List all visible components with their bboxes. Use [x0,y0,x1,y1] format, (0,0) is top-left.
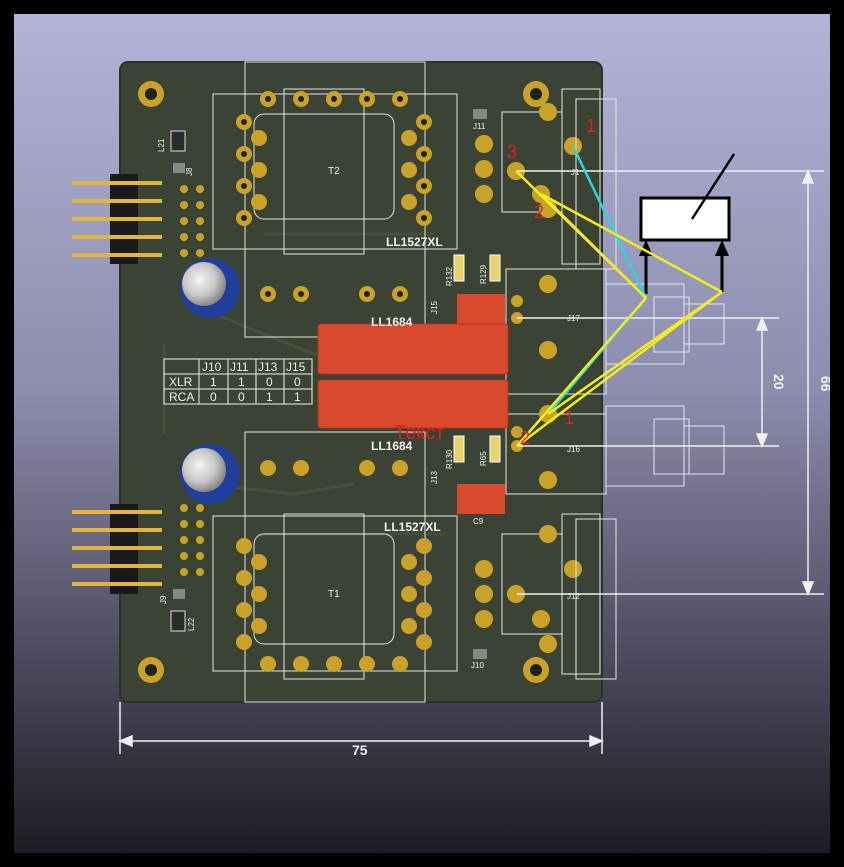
table-header-j10: J10 [202,360,222,374]
label-l21: L21 [157,138,166,152]
label-j10: J10 [471,661,484,670]
pin-label-rca-2: 2 [520,428,530,448]
pin-label-top-1: 1 [586,116,596,136]
smd-parts [170,109,501,659]
table-header-j15: J15 [286,360,306,374]
pin-header-top [72,174,204,264]
overlay-text: Текст [394,422,444,444]
label-r132: R132 [445,266,454,286]
wiring-annotations [515,145,723,447]
pin-label-top-2: 2 [534,202,544,222]
table-row-rca-label: RCA [169,390,194,404]
label-j9: J9 [159,595,168,604]
table-row-xlr-j13: 0 [266,375,273,389]
film-capacitors [317,294,509,514]
label-ll1527-top: LL1527XL [386,235,443,249]
dimension-width: 75 [352,742,368,758]
label-j15: J15 [430,301,439,314]
table-header-j11: J11 [230,360,249,374]
label-j13: J13 [430,471,439,484]
pcb-3d-viewport[interactable]: T2 T1 LL1527XL LL1527XL LL1684 LL1684 L2… [14,14,834,853]
label-t1: T1 [328,589,340,600]
electrolytic-capacitor-bottom [180,444,240,504]
pin-label-top-3: 3 [507,142,517,162]
label-ll1684-top: LL1684 [371,315,413,329]
label-j11: J11 [473,122,486,131]
table-header-j13: J13 [258,360,278,374]
label-t2: T2 [328,166,340,177]
label-j12: J12 [567,592,580,601]
table-row-rca-j11: 0 [238,390,245,404]
label-r129: R129 [479,264,488,284]
label-ll1684-bottom: LL1684 [371,439,413,453]
pin-header-bottom [72,504,204,594]
label-j8: J8 [185,167,194,176]
label-ll1527-bottom: LL1527XL [384,520,441,534]
table-row-rca-j15: 1 [294,390,301,404]
table-row-xlr-j15: 0 [294,375,301,389]
table-row-rca-j10: 0 [210,390,217,404]
jumper-table: J10 J11 J13 J15 XLR 1 1 0 0 RCA 0 0 1 1 [163,358,313,405]
potentiometer-symbol [639,153,736,294]
dimension-lines [118,169,824,754]
dimension-spacing: 20 [771,374,787,390]
label-l22: L22 [187,617,196,631]
mounting-holes [138,81,549,683]
label-r65: R65 [479,451,488,466]
table-row-rca-j13: 1 [266,390,273,404]
label-r130: R130 [445,449,454,469]
table-row-xlr-j11: 1 [238,375,245,389]
label-j16: J16 [567,445,580,454]
table-row-xlr-label: XLR [169,375,193,389]
dimension-height: 66 [818,376,830,392]
pin-label-rca-1: 1 [564,408,574,428]
label-c9: C9 [473,517,484,526]
electrolytic-capacitor-top [180,258,240,318]
table-row-xlr-j10: 1 [210,375,217,389]
t1-pads [236,460,432,672]
